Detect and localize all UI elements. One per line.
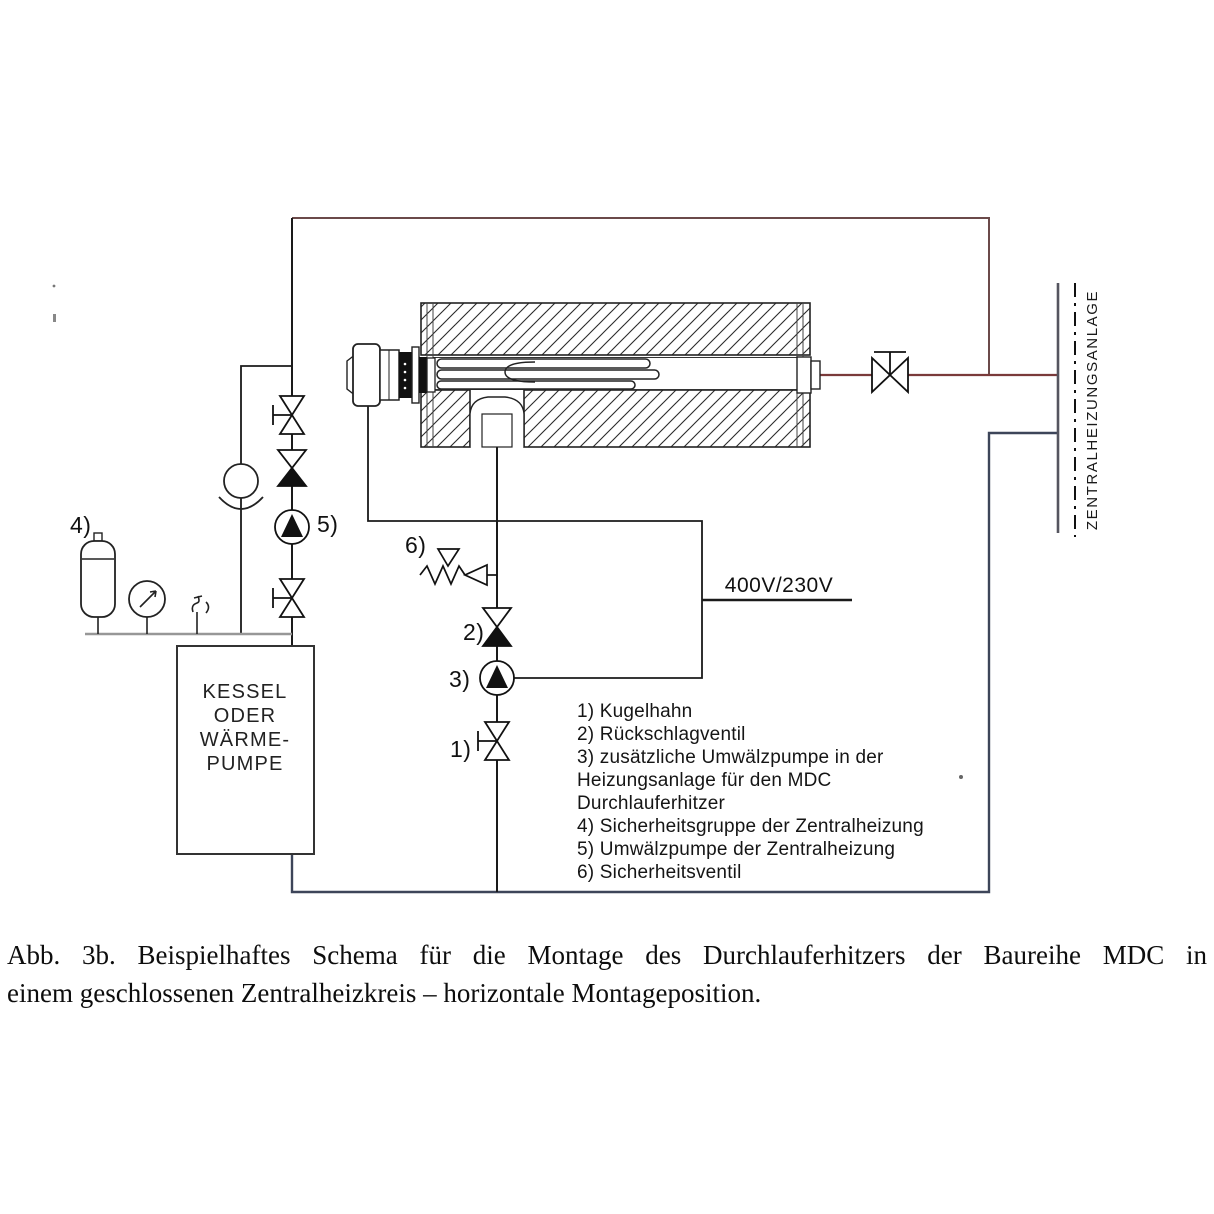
heater-insulation-bottom-left xyxy=(420,389,471,448)
caption-line-2: einem geschlossenen Zentralheizkreis – h… xyxy=(7,978,762,1008)
pump-3 xyxy=(479,660,515,696)
heater-insulation-bottom-right xyxy=(523,389,811,448)
central-heating-boundary: ZENTRALHEIZUNGSANLAGE xyxy=(1056,283,1101,537)
caption-line-1: Abb. 3b. Beispielhaftes Schema für die M… xyxy=(7,940,1207,970)
scan-speck xyxy=(53,314,56,322)
pump-5 xyxy=(274,509,310,545)
legend-item-5: 5) Umwälzpumpe der Zentralheizung xyxy=(577,839,896,860)
legend-item-3: 3) zusätzliche Umwälzpumpe in der Heizun… xyxy=(577,747,884,814)
outlet-fitting xyxy=(796,356,812,394)
label-2: 2) xyxy=(463,619,484,645)
legend-item-4: 4) Sicherheitsgruppe der Zentralheizung xyxy=(577,816,924,837)
boiler-label-line3: WÄRME- xyxy=(200,729,291,751)
ball-valve-1 xyxy=(477,721,511,761)
expansion-vessel-nipple xyxy=(93,532,103,542)
legend-item-1: 1) Kugelhahn xyxy=(577,701,693,722)
boiler-label-line2: ODER xyxy=(214,705,277,727)
return-pipe xyxy=(290,431,1058,894)
expansion-vessel xyxy=(80,540,116,618)
boiler-label-line1: KESSEL xyxy=(202,681,287,703)
riser-check-valve xyxy=(276,449,308,487)
outlet-ball-valve xyxy=(871,351,909,395)
label-4: 4) xyxy=(70,512,91,538)
safety-valve xyxy=(419,548,497,587)
air-separator-arc xyxy=(218,496,264,510)
figure-caption: Abb. 3b. Beispielhaftes Schema für die M… xyxy=(7,936,1207,1012)
legend: 1) Kugelhahn 2) Rückschlagventil 3) zusä… xyxy=(577,700,949,884)
power-supply-label: 400V/230V xyxy=(725,574,833,597)
supply-top-pipe xyxy=(292,217,990,375)
scan-speck xyxy=(52,284,56,288)
air-separator xyxy=(218,463,264,510)
boiler-box xyxy=(176,645,315,855)
head-gasket xyxy=(419,357,427,393)
label-3: 3) xyxy=(449,666,470,692)
heater-electrical-head xyxy=(346,343,436,407)
legend-item-6: 6) Sicherheitsventil xyxy=(577,862,742,883)
riser-ball-valve-bottom xyxy=(272,578,306,618)
electrical-wiring xyxy=(367,406,703,679)
heating-element xyxy=(436,358,660,390)
bypass-pipe xyxy=(240,365,292,634)
head-black-ring xyxy=(399,352,412,398)
label-6: 6) xyxy=(405,532,426,558)
flow-heater xyxy=(346,302,821,448)
gauge-needle xyxy=(139,590,157,608)
label-1: 1) xyxy=(450,736,471,762)
check-valve-2 xyxy=(481,607,513,647)
legend-item-2: 2) Rückschlagventil xyxy=(577,724,746,745)
label-5: 5) xyxy=(317,511,338,537)
central-heating-wall-label: ZENTRALHEIZUNGSANLAGE xyxy=(1084,290,1101,530)
scan-speck xyxy=(959,775,963,779)
safety-group xyxy=(80,532,210,634)
riser-ball-valve-top xyxy=(272,395,306,435)
boiler-label-line4: PUMPE xyxy=(206,753,283,775)
heater-insulation-top xyxy=(420,302,811,356)
air-vent-icon xyxy=(191,595,210,614)
